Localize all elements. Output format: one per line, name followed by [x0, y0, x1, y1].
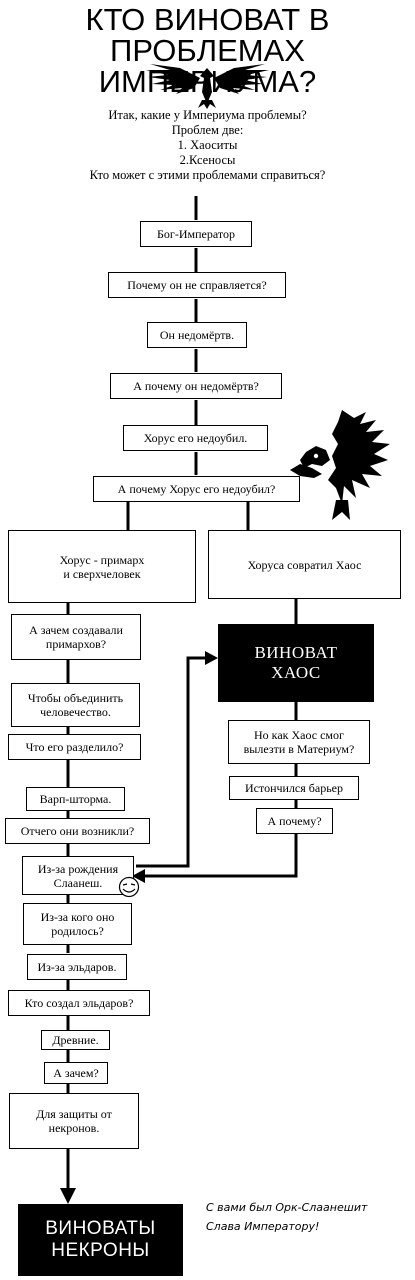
node-why-not-coping: Почему он не справляется? — [108, 272, 286, 298]
node-because-of-whom: Из-за кого оно родилось? — [23, 903, 132, 945]
node-why-storms: Отчего они возникли? — [5, 818, 150, 844]
intro-line: Итак, какие у Империума проблемы? — [108, 108, 307, 122]
node-who-made-eldar: Кто создал эльдаров? — [8, 990, 150, 1016]
node-ancients: Древние. — [41, 1030, 110, 1050]
signoff-text: С вами был Орк-Слаанешит Слава Император… — [206, 1198, 406, 1236]
title-line-1: КТО ВИНОВАТ В ПРОБЛЕМАХ — [85, 2, 330, 68]
node-why-q: А почему? — [256, 808, 333, 834]
node-warp-storms: Варп-шторма. — [26, 787, 125, 811]
node-god-emperor: Бог-Император — [140, 221, 252, 247]
node-barrier-thinned: Истончился барьер — [229, 776, 359, 800]
node-slaanesh-birth: Из-за рождения Слаанеш. — [22, 856, 134, 895]
node-chaos-guilty: ВИНОВАТ ХАОС — [218, 624, 374, 702]
intro-text: Итак, какие у Империума проблемы? Пробле… — [0, 108, 415, 183]
node-why-half-dead: А почему он недомёртв? — [110, 373, 282, 399]
node-horus-underkilled: Хорус его недоубил. — [123, 425, 268, 451]
node-horus-primarch: Хорус - примарх и сверхчеловек — [8, 530, 196, 603]
node-unite-humanity: Чтобы объединить человечество. — [11, 683, 140, 727]
node-protect-necrons: Для защиты от некронов. — [9, 1093, 139, 1149]
signoff-line: Слава Императору! — [206, 1220, 320, 1233]
node-why-horus-underkilled: А почему Хорус его недоубил? — [93, 476, 300, 502]
intro-line: Проблем две: — [171, 123, 244, 137]
node-half-dead: Он недомёртв. — [147, 322, 247, 348]
intro-line: 1. Хаоситы — [177, 138, 238, 152]
node-why-primarchs: А зачем создавали примархов? — [11, 614, 141, 660]
node-why: А зачем? — [44, 1062, 108, 1084]
signoff-line: С вами был Орк-Слаанешит — [206, 1201, 368, 1214]
node-horus-corrupted: Хоруса совратил Хаос — [208, 530, 401, 599]
imperial-eagle-side-icon — [290, 410, 390, 520]
intro-line: 2.Ксеносы — [179, 153, 236, 167]
node-what-divided: Что его разделило? — [8, 734, 141, 760]
node-necrons-guilty: ВИНОВАТЫ НЕКРОНЫ — [18, 1204, 183, 1276]
imperial-eagle-icon — [146, 64, 269, 109]
node-how-chaos-escaped: Но как Хаос смог вылезти в Материум? — [228, 720, 370, 764]
page-title: КТО ВИНОВАТ В ПРОБЛЕМАХ ИМПЕРИУМА? — [0, 4, 415, 97]
node-eldar: Из-за эльдаров. — [27, 954, 127, 980]
intro-line: Кто может с этими проблемами справиться? — [89, 168, 326, 182]
troll-face-icon — [118, 876, 140, 898]
